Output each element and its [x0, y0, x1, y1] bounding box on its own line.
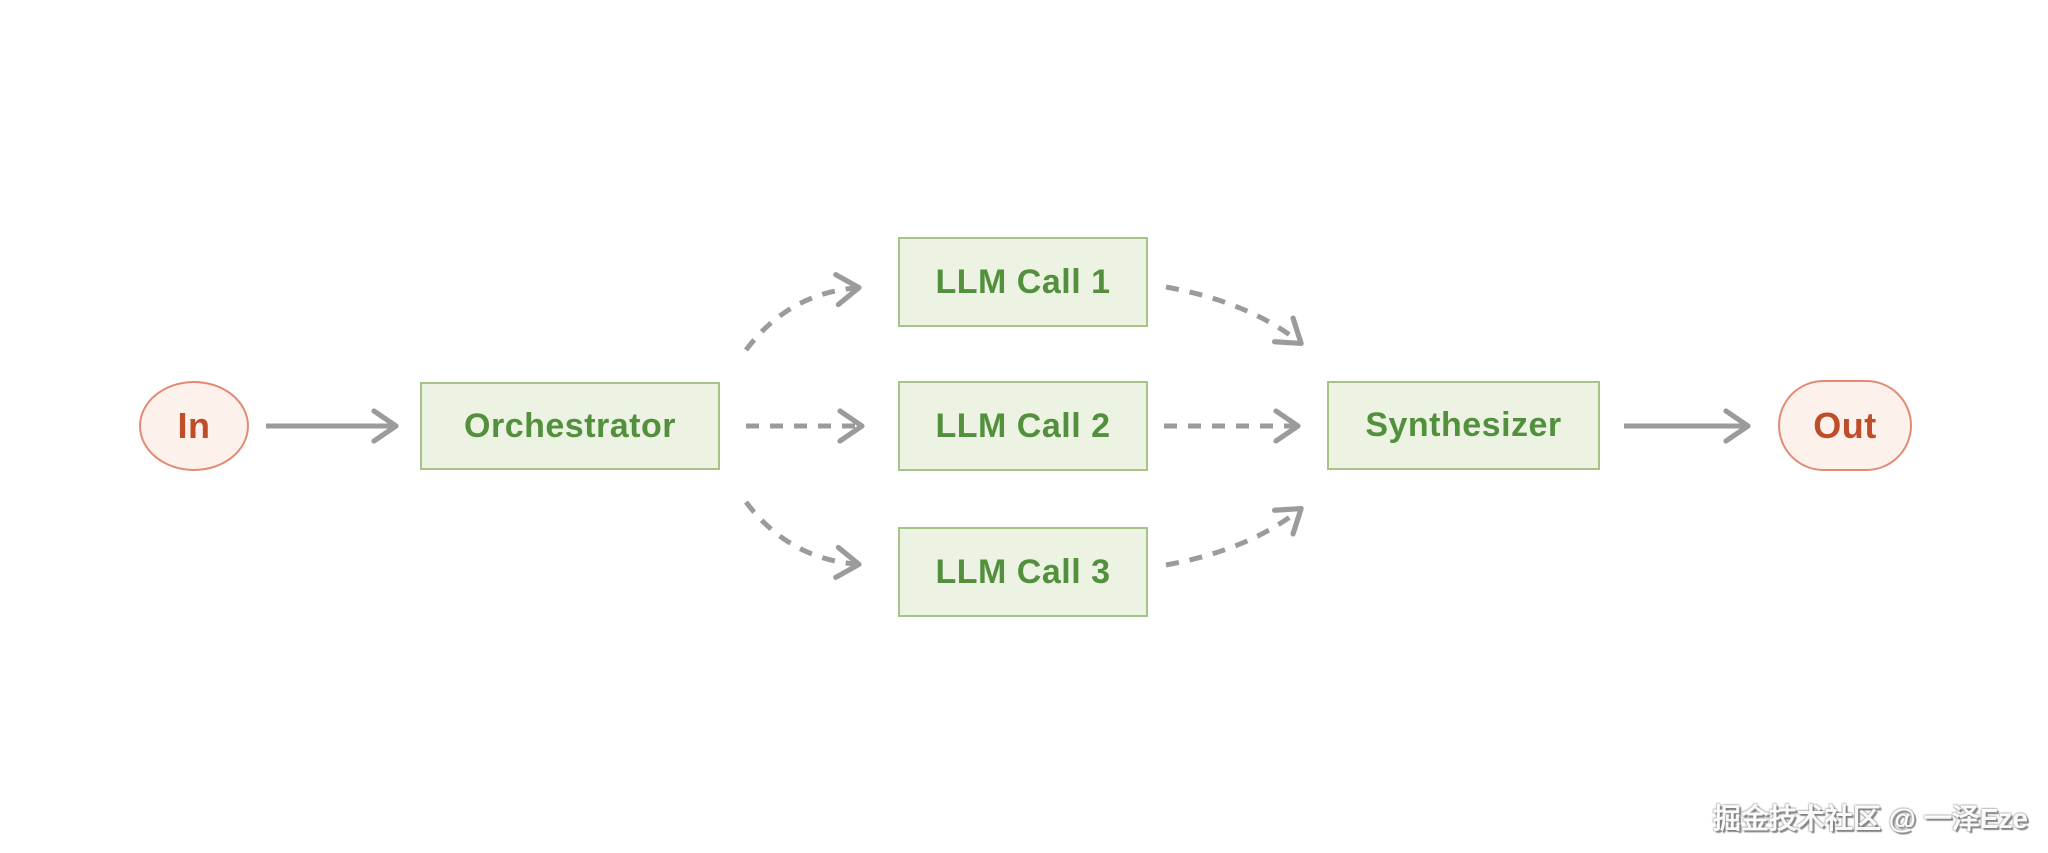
in-node-label: In	[177, 405, 211, 446]
watermark-text: 掘金技术社区 @ 一泽Eze	[1712, 803, 2028, 834]
llm-call-2-node: LLM Call 2	[898, 381, 1148, 471]
orchestrator-node: Orchestrator	[420, 382, 720, 470]
llm-call-3-node-label: LLM Call 3	[935, 552, 1111, 591]
edge-llm-call-1-to-synthesizer	[1165, 284, 1304, 347]
out-node: Out	[1778, 380, 1912, 471]
llm-call-2-node-label: LLM Call 2	[935, 406, 1111, 445]
synthesizer-node-label: Synthesizer	[1365, 406, 1562, 444]
out-node-label: Out	[1813, 404, 1877, 446]
in-node: In	[139, 381, 249, 471]
edge-orchestrator-to-llm-call-3	[744, 500, 862, 580]
llm-call-3-node: LLM Call 3	[898, 527, 1148, 617]
orchestrator-node-label: Orchestrator	[464, 406, 676, 445]
synthesizer-node: Synthesizer	[1327, 381, 1600, 470]
edge-llm-call-3-to-synthesizer	[1165, 505, 1304, 568]
llm-call-1-node-label: LLM Call 1	[935, 262, 1111, 301]
edge-orchestrator-to-llm-call-1	[744, 272, 862, 352]
llm-call-1-node: LLM Call 1	[898, 237, 1148, 327]
